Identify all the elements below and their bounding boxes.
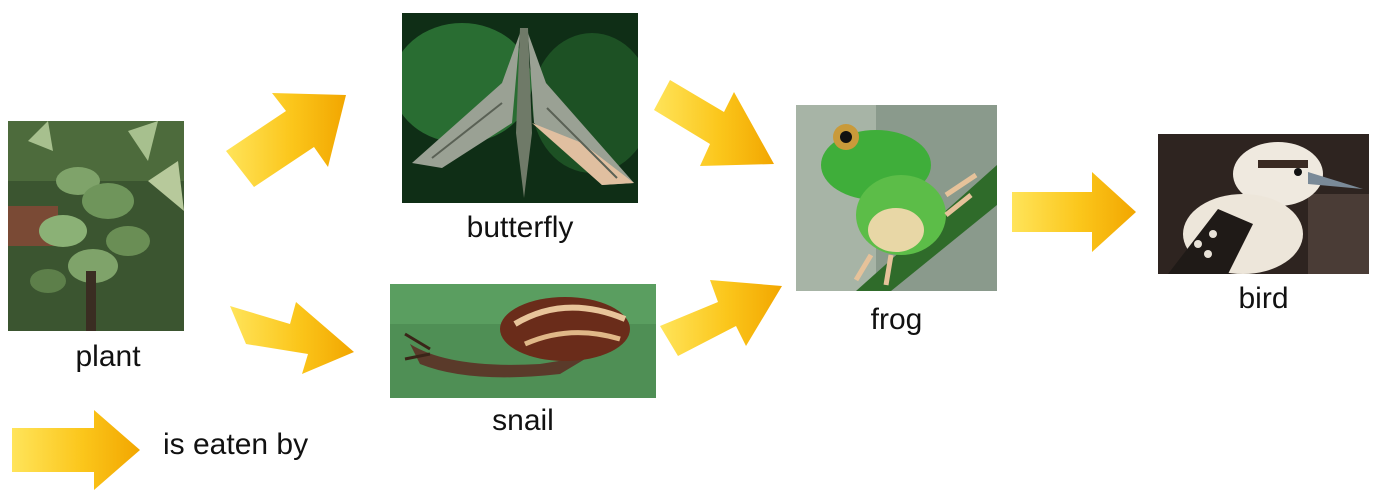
plant-label: plant bbox=[20, 342, 196, 372]
plant-photo bbox=[8, 121, 184, 331]
legend-label: is eaten by bbox=[163, 430, 308, 460]
butterfly-label: butterfly bbox=[402, 213, 638, 243]
plant-to-snail-arrow bbox=[226, 278, 362, 373]
frog-photo bbox=[796, 105, 997, 291]
butterfly-to-frog-arrow bbox=[650, 74, 782, 178]
frog-to-bird-arrow bbox=[1008, 168, 1140, 256]
butterfly-photo bbox=[402, 13, 638, 203]
frog-label: frog bbox=[796, 305, 997, 335]
bird-label: bird bbox=[1158, 284, 1369, 314]
snail-photo bbox=[390, 284, 656, 398]
plant-to-butterfly-arrow bbox=[218, 75, 358, 190]
bird-photo bbox=[1158, 134, 1369, 274]
snail-label: snail bbox=[390, 406, 656, 436]
legend-arrow-icon bbox=[8, 408, 144, 492]
snail-to-frog-arrow bbox=[656, 266, 786, 364]
